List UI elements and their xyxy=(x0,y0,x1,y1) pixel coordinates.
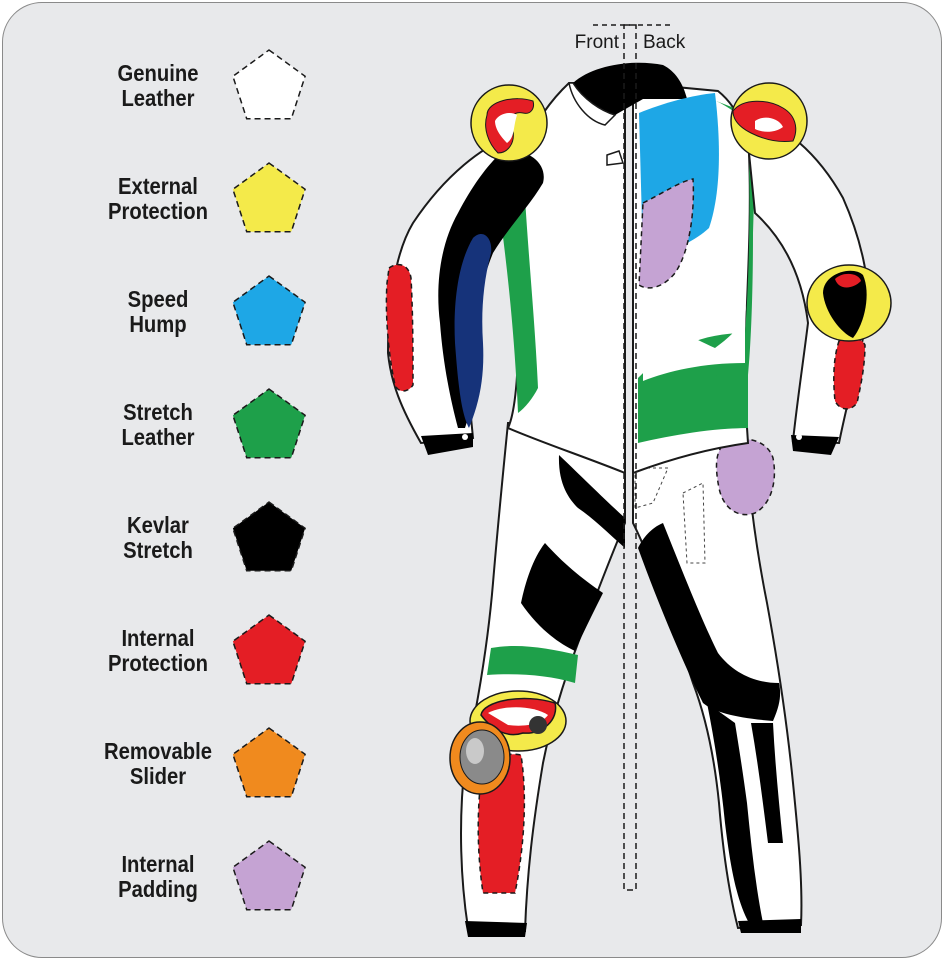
legend-label-line: Removable xyxy=(104,738,212,764)
legend-label-line: Hump xyxy=(129,311,187,337)
legend-label-line: Slider xyxy=(129,763,187,789)
legend-swatch-pentagon xyxy=(232,614,306,685)
kevlar-leg-back xyxy=(638,523,781,721)
elbow-protector-right xyxy=(833,336,866,410)
front-back-divider xyxy=(593,24,673,891)
legend-label-line: Speed xyxy=(127,286,189,312)
legend-label-line: Protection xyxy=(107,198,209,224)
shoulder-protectors xyxy=(470,82,808,162)
spine-padding xyxy=(638,178,695,289)
kevlar-calf-right xyxy=(751,723,783,843)
stretch-front-side xyxy=(501,198,538,413)
collar xyxy=(573,62,687,115)
right-cuff xyxy=(791,435,839,455)
legend-label-line: Kevlar xyxy=(127,512,189,538)
legend-swatch-pentagon xyxy=(232,49,306,120)
legend-label-line: Leather xyxy=(121,424,195,450)
left-boot-trim xyxy=(465,921,527,937)
left-cuff xyxy=(421,433,473,455)
left-arm-stretch xyxy=(454,233,492,428)
legend-label-line: Internal xyxy=(121,851,195,877)
elbow-protector-left xyxy=(385,263,414,392)
legend-label-line: Protection xyxy=(107,650,209,676)
legend-label-line: Genuine xyxy=(117,60,199,86)
hip-padding xyxy=(715,438,776,516)
race-suit-illustration: Front Back xyxy=(385,24,892,937)
front-view-label: Front xyxy=(575,32,620,53)
legend-label-line: External xyxy=(118,173,198,199)
legend-swatch-pentagon xyxy=(232,727,306,798)
kevlar-crotch-left xyxy=(558,455,625,548)
legend-swatch-pentagon xyxy=(232,275,306,346)
right-boot-trim xyxy=(738,919,801,933)
stretch-waist-back xyxy=(638,373,748,443)
stretch-thigh xyxy=(487,645,578,683)
legend-label-line: Padding xyxy=(118,876,198,902)
legend-label-line: Stretch xyxy=(123,537,193,563)
legend-swatch-pentagon xyxy=(232,388,306,459)
kevlar-leg-front xyxy=(521,543,603,651)
legend-swatch-pentagon xyxy=(232,162,306,233)
knee-hinge xyxy=(529,716,547,734)
suit-torso xyxy=(501,62,755,475)
suit-arms xyxy=(385,111,892,455)
legend-label-line: Stretch xyxy=(123,399,193,425)
suit-legs xyxy=(449,421,803,937)
kevlar-calf-back xyxy=(707,703,763,923)
back-view-label: Back xyxy=(643,32,686,53)
legend-swatch-pentagon xyxy=(232,501,306,572)
legend-label-line: Leather xyxy=(121,85,195,111)
legend-swatch-pentagon xyxy=(232,840,306,911)
legend-label-line: Internal xyxy=(121,625,195,651)
